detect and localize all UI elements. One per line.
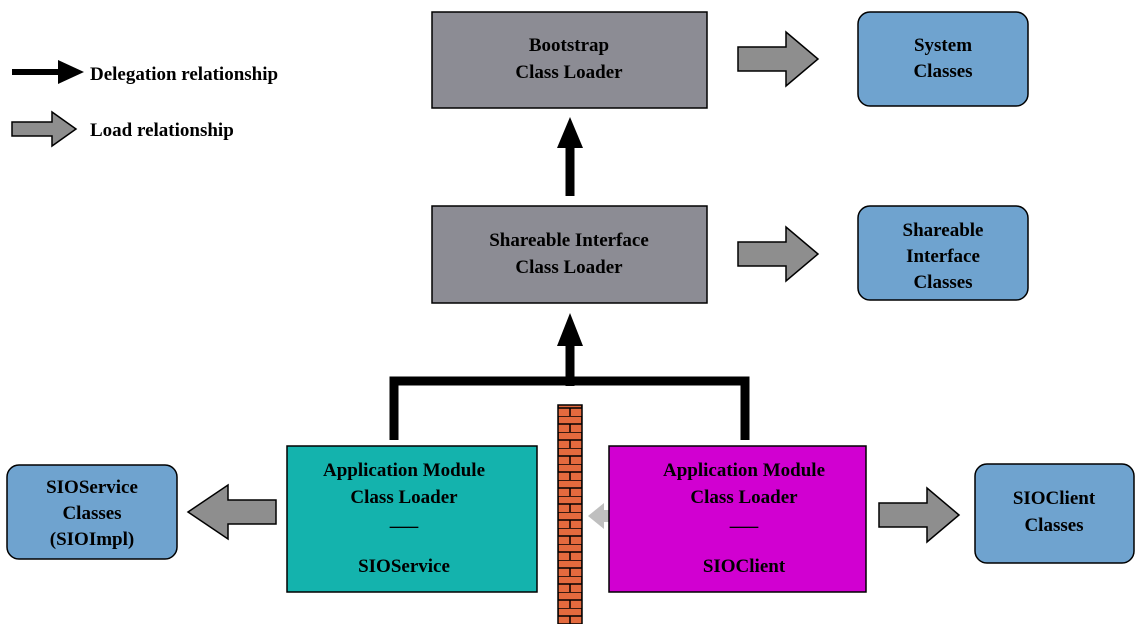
shareable-interface-class-loader: Shareable Interface Class Loader	[431, 205, 708, 304]
blocked-arrow-icon	[588, 503, 624, 529]
legend-load-label: Load relationship	[90, 120, 234, 141]
load-arrow-icon	[11, 110, 78, 148]
sioservice-classes-line3: (SIOImpl)	[50, 529, 134, 550]
shareable-loader-line2: Class Loader	[515, 257, 623, 278]
load-arrow-icon	[737, 30, 820, 88]
system-classes-line1: System	[914, 35, 972, 56]
client-loader-line2: Class Loader	[690, 487, 798, 508]
sioclient-classes-line2: Classes	[1024, 515, 1083, 536]
load-arrow-icon	[737, 225, 820, 283]
service-loader-separator: –––	[389, 516, 419, 537]
sioservice-app-module-loader: Application Module Class Loader ––– SIOS…	[286, 445, 538, 593]
bootstrap-class-loader: Bootstrap Class Loader	[431, 11, 708, 109]
shareable-loader-line1: Shareable Interface	[489, 230, 649, 251]
delegation-arrow-icon	[12, 60, 84, 84]
sioclient-classes-line1: SIOClient	[1013, 488, 1096, 509]
sioclient-classes: SIOClient Classes	[974, 463, 1135, 564]
firewall-brick-wall	[557, 404, 583, 624]
delegation-branch-arrow	[389, 313, 750, 440]
sioservice-classes: SIOService Classes (SIOImpl)	[6, 464, 178, 560]
system-classes-line2: Classes	[913, 61, 972, 82]
sioservice-classes-line2: Classes	[62, 503, 121, 524]
load-arrow-icon	[186, 483, 277, 541]
sioservice-classes-line1: SIOService	[46, 477, 138, 498]
shareable-classes-line1: Shareable	[903, 220, 984, 241]
bootstrap-loader-line2: Class Loader	[515, 62, 623, 83]
shareable-interface-classes: Shareable Interface Classes	[857, 205, 1029, 301]
service-loader-name: SIOService	[358, 556, 450, 577]
service-loader-line2: Class Loader	[350, 487, 458, 508]
load-arrow-icon	[878, 486, 961, 544]
system-classes: System Classes	[857, 11, 1029, 107]
sioclient-app-module-loader: Application Module Class Loader ––– SIOC…	[608, 445, 867, 593]
client-loader-name: SIOClient	[703, 556, 786, 577]
client-loader-separator: –––	[729, 516, 759, 537]
shareable-classes-line3: Classes	[913, 272, 972, 293]
legend: Delegation relationship Load relationshi…	[11, 60, 278, 148]
legend-delegation-label: Delegation relationship	[90, 64, 278, 85]
bootstrap-loader-line1: Bootstrap	[529, 35, 609, 56]
shareable-classes-line2: Interface	[906, 246, 980, 267]
delegation-arrow-icon	[557, 117, 583, 196]
client-loader-line1: Application Module	[663, 460, 825, 481]
service-loader-line1: Application Module	[323, 460, 485, 481]
